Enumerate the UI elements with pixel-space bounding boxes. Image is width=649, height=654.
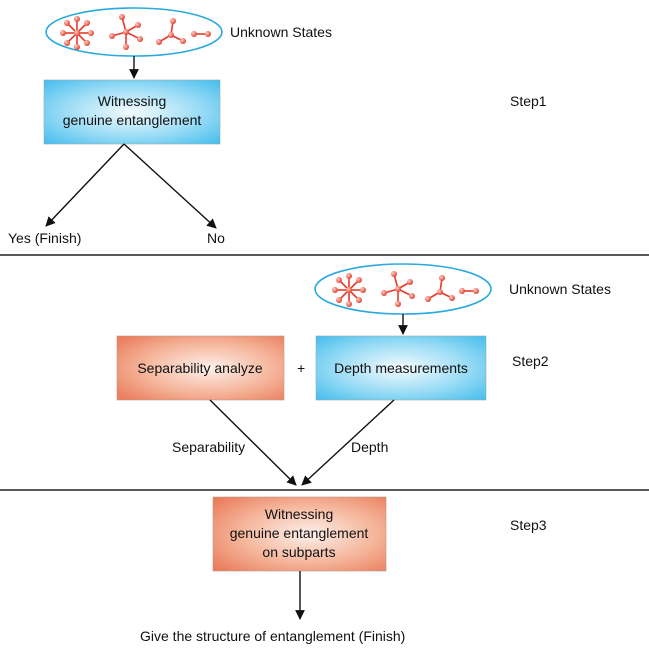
depth-measurements-box: Depth measurements bbox=[315, 335, 487, 401]
unknown-states-ellipse-2 bbox=[314, 263, 492, 315]
separability-box-label: Separability analyze bbox=[137, 360, 263, 376]
arrow-to-no bbox=[123, 143, 217, 229]
witnessing-subparts-box: Witnessing genuine entanglement on subpa… bbox=[212, 496, 387, 572]
unknown-states-label-2: Unknown States bbox=[509, 281, 611, 297]
separability-edge-label: Separability bbox=[172, 439, 245, 455]
step1-label: Step1 bbox=[510, 93, 547, 109]
step3-section: Witnessing genuine entanglement on subpa… bbox=[140, 496, 547, 644]
step2-label: Step2 bbox=[512, 353, 549, 369]
step3-label: Step3 bbox=[510, 517, 547, 533]
witnessing-box-1: Witnessing genuine entanglement bbox=[43, 79, 221, 145]
no-label: No bbox=[207, 230, 225, 246]
final-structure-label: Give the structure of entanglement (Fini… bbox=[140, 628, 405, 644]
arrow-to-yes bbox=[45, 143, 125, 227]
molecule-star8-icon bbox=[59, 15, 95, 51]
witnessing-box-1-line-2: genuine entanglement bbox=[63, 112, 202, 128]
arrow-separability bbox=[209, 399, 297, 486]
witnessing-box-3-line-1: Witnessing bbox=[265, 506, 333, 522]
witnessing-box-1-line-1: Witnessing bbox=[98, 93, 166, 109]
unknown-states-ellipse-1 bbox=[45, 7, 223, 57]
depth-measurements-box-label: Depth measurements bbox=[334, 360, 468, 376]
witnessing-box-3-line-2: genuine entanglement bbox=[230, 525, 369, 541]
step1-section: Unknown States Witnessing genuine entang… bbox=[8, 7, 547, 246]
plus-sign: + bbox=[297, 360, 305, 376]
separability-box: Separability analyze bbox=[116, 335, 285, 401]
depth-edge-label: Depth bbox=[351, 439, 388, 455]
arrow-depth bbox=[301, 399, 395, 486]
witnessing-box-3-line-3: on subparts bbox=[262, 544, 335, 560]
molecule-star8-icon bbox=[331, 272, 367, 308]
yes-finish-label: Yes (Finish) bbox=[8, 230, 81, 246]
unknown-states-label-1: Unknown States bbox=[230, 24, 332, 40]
step2-section: Unknown States Separability analyze + De… bbox=[116, 263, 611, 486]
